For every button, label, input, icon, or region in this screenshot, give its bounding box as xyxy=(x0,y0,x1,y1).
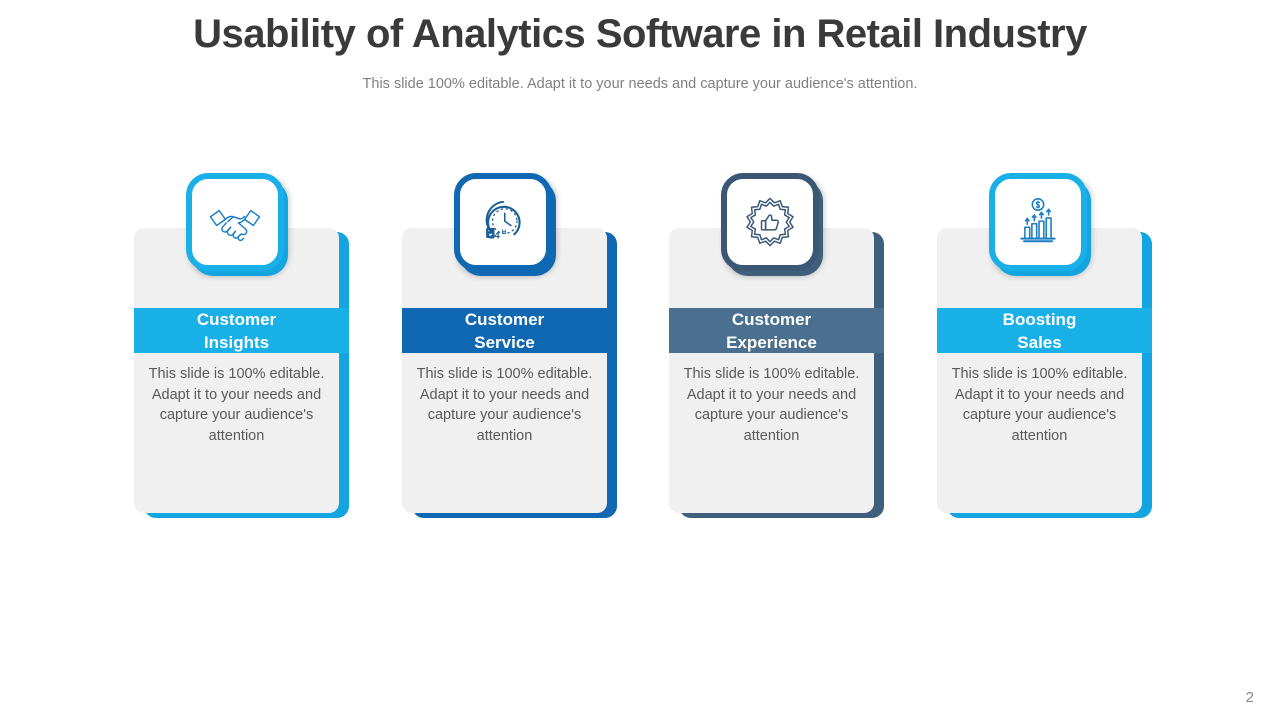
card-title-band: Boosting Sales xyxy=(937,308,1152,353)
page-subtitle: This slide 100% editable. Adapt it to yo… xyxy=(362,76,918,92)
card-title-line-2: Sales xyxy=(1017,332,1062,352)
card-description: This slide is 100% editable. Adapt it to… xyxy=(951,366,1128,444)
card-title-line-1: Customer xyxy=(196,309,277,329)
card-panel xyxy=(134,228,339,513)
card-title: Customer Insights xyxy=(134,308,339,353)
card-customer-service[interactable]: Customer Service This slide is 100% edit… xyxy=(402,168,617,528)
bar-chart-growth-dollar-icon xyxy=(1010,194,1066,250)
page-title: Usability of Analytics Software in Retai… xyxy=(193,12,1087,56)
svg-text:24: 24 xyxy=(489,231,500,242)
handshake-icon-tile[interactable] xyxy=(186,173,284,271)
card-description: This slide is 100% editable. Adapt it to… xyxy=(683,366,860,444)
card-title: Customer Service xyxy=(402,308,607,353)
card-customer-insights[interactable]: Customer Insights This slide is 100% edi… xyxy=(134,168,349,528)
page-number: 2 xyxy=(1245,689,1254,706)
card-title-line-1: Customer xyxy=(731,309,812,329)
card-title-line-2: Insights xyxy=(203,332,270,352)
thumbs-up-badge-icon-tile[interactable] xyxy=(721,173,819,271)
card-title-band: Customer Experience xyxy=(669,308,884,353)
svg-text:H: H xyxy=(502,229,506,236)
thumbs-up-badge-icon xyxy=(742,194,798,250)
cards-row: Customer Insights This slide is 100% edi… xyxy=(0,168,1280,538)
card-panel xyxy=(937,228,1142,513)
clock-24h-icon: 24 H xyxy=(475,194,531,250)
card-title: Customer Experience xyxy=(669,308,874,353)
clock-24h-icon-tile[interactable]: 24 H xyxy=(454,173,552,271)
card-description: This slide is 100% editable. Adapt it to… xyxy=(416,366,593,444)
card-title-band: Customer Service xyxy=(402,308,617,353)
card-title-line-1: Boosting xyxy=(1002,309,1077,329)
card-customer-experience[interactable]: Customer Experience This slide is 100% e… xyxy=(669,168,884,528)
card-description: This slide is 100% editable. Adapt it to… xyxy=(148,366,325,444)
bar-chart-growth-dollar-icon-tile[interactable] xyxy=(989,173,1087,271)
card-panel xyxy=(669,228,874,513)
card-boosting-sales[interactable]: Boosting Sales This slide is 100% editab… xyxy=(937,168,1152,528)
handshake-icon xyxy=(207,194,263,250)
card-title: Boosting Sales xyxy=(937,308,1142,353)
card-title-line-2: Experience xyxy=(726,332,817,352)
card-title-line-1: Customer xyxy=(464,309,545,329)
card-title-line-2: Service xyxy=(474,332,535,352)
card-panel xyxy=(402,228,607,513)
card-title-band: Customer Insights xyxy=(134,308,349,353)
slide-header: Usability of Analytics Software in Retai… xyxy=(0,0,1280,92)
